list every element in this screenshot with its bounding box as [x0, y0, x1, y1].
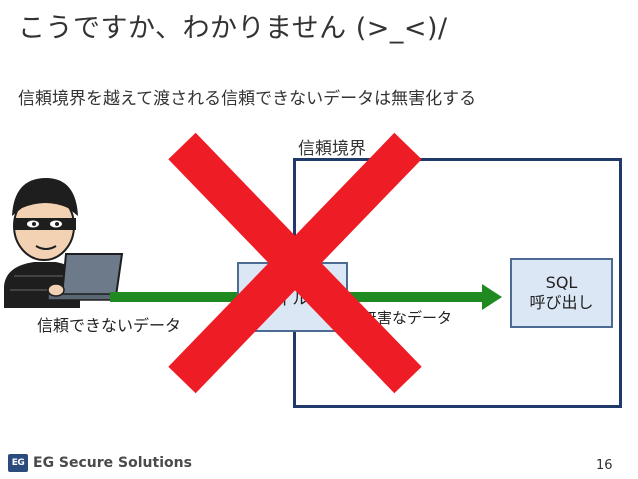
slide-subtitle: 信頼境界を越えて渡される信頼できないデータは無害化する [18, 89, 477, 109]
untrusted-data-label: 信頼できないデータ [37, 316, 182, 335]
sql-label-line1: SQL [545, 273, 578, 292]
untrusted-data-arrow [110, 292, 238, 302]
logo-text: EG Secure Solutions [33, 455, 192, 471]
page-number: 16 [596, 458, 613, 473]
slide-title: こうですか、わかりません (>_<)/ [18, 13, 448, 44]
company-logo: EG EG Secure Solutions [8, 454, 192, 472]
arrowhead-icon [482, 284, 502, 310]
logo-mark-icon: EG [8, 454, 28, 472]
data-flow-arrows [110, 284, 502, 310]
harmless-data-arrow [346, 292, 482, 302]
red-cross-icon [168, 132, 422, 394]
sql-label-line2: 呼び出し [529, 293, 594, 312]
hacker-illustration [4, 178, 125, 308]
sql-call-box: SQL 呼び出し [510, 258, 613, 328]
trust-boundary-label: 信頼境界 [298, 139, 366, 159]
harmless-data-label: 無害なデータ [362, 309, 453, 327]
